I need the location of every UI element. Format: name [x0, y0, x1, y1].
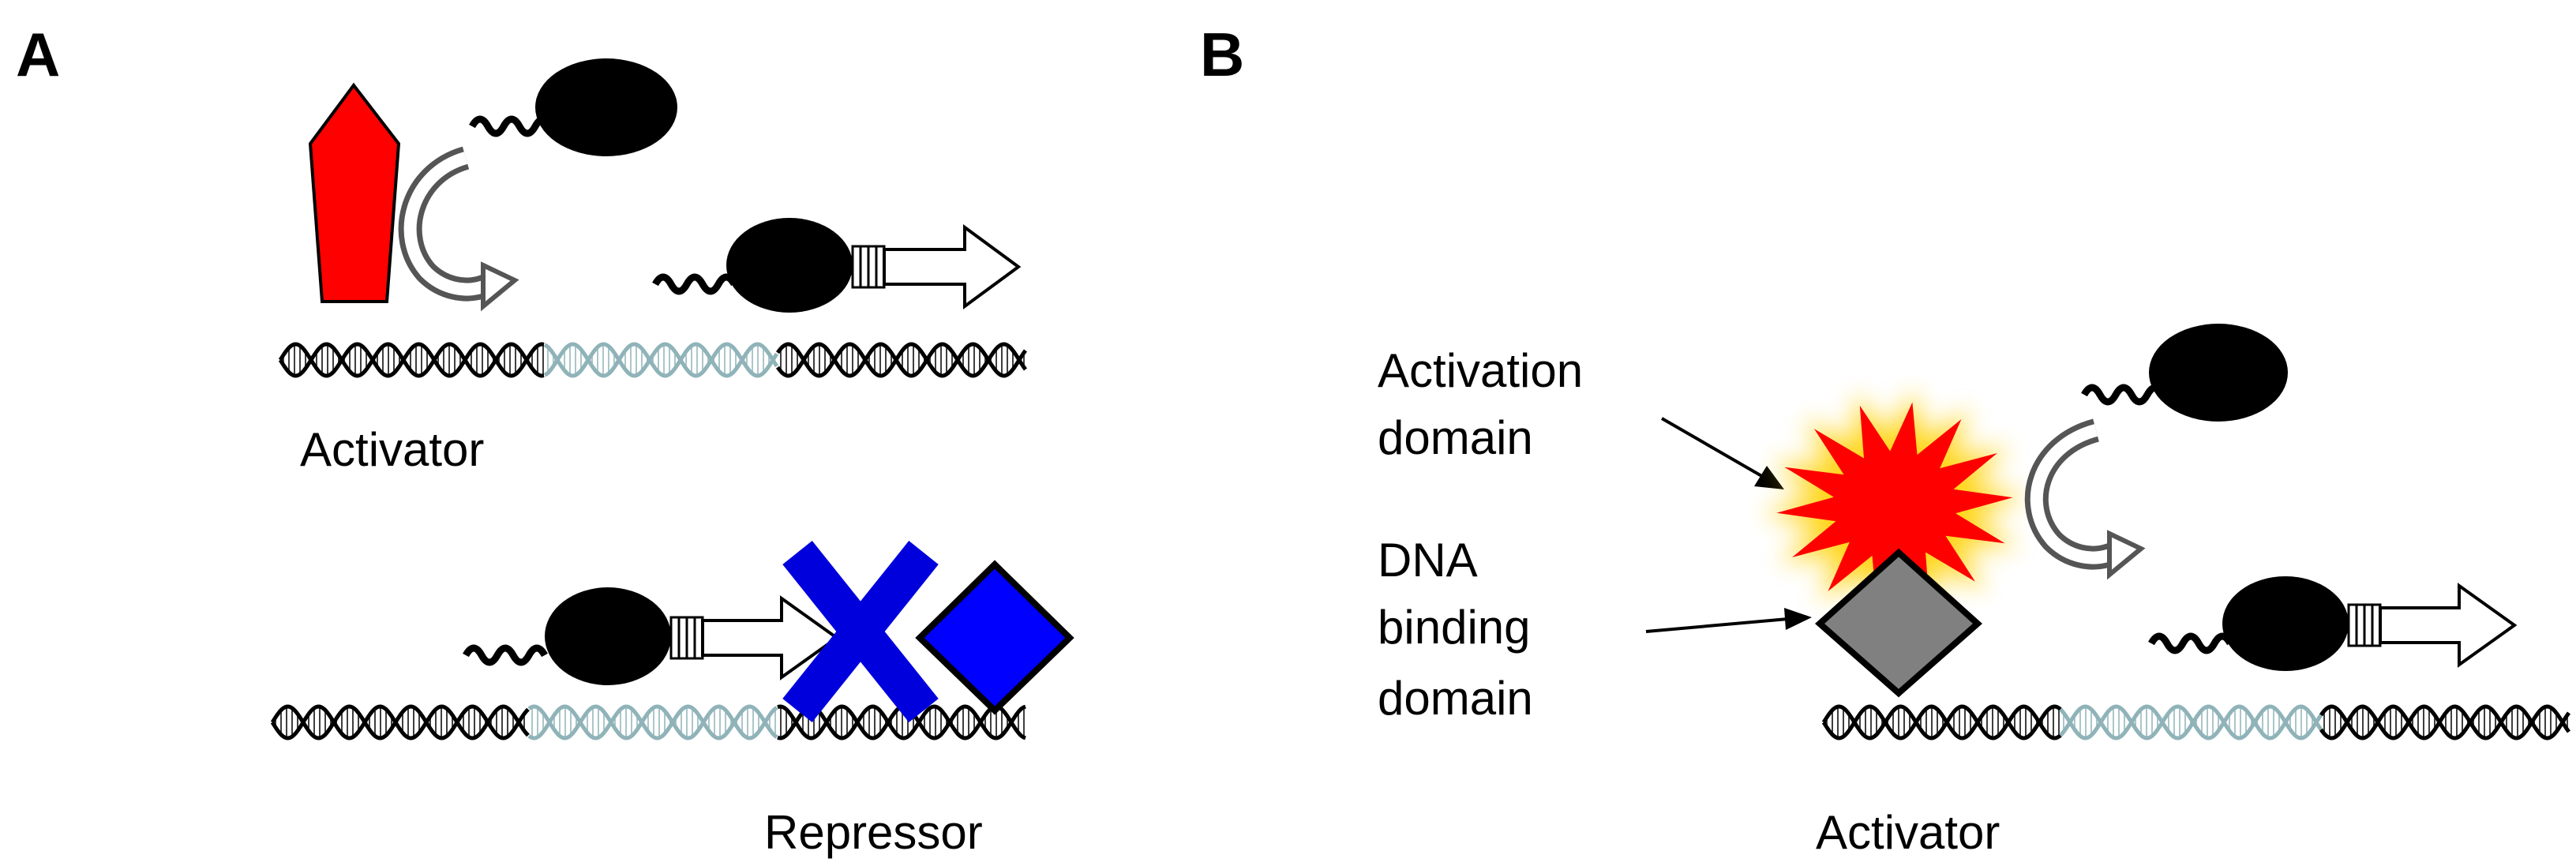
dna-helix-icon	[1821, 704, 2571, 740]
activation-domain-burst	[1762, 389, 2027, 621]
panel-b-letter: B	[1200, 20, 1244, 89]
activation-domain-label-line1: Activation	[1378, 344, 1583, 397]
dna-helix-icon	[278, 342, 1028, 378]
transcription-arrow-icon	[701, 595, 840, 680]
dna-binding-domain-diamond	[1814, 548, 1983, 698]
blocked-x-icon	[782, 541, 939, 722]
dna-binding-label-line3: domain	[1378, 672, 1533, 725]
dna-helix-icon	[270, 704, 1026, 740]
activator-label-b: Activator	[1816, 806, 2000, 859]
pointer-arrow-dna-binding	[1645, 608, 1812, 633]
rna-polymerase-icon	[469, 58, 677, 156]
rna-polymerase-icon	[652, 218, 886, 313]
transcription-arrow-icon	[2379, 583, 2518, 668]
panel-a-letter: A	[16, 20, 60, 89]
curved-arrow-icon	[2024, 418, 2146, 580]
dna-binding-label-line1: DNA	[1378, 534, 1478, 587]
repressor-diamond	[915, 560, 1074, 715]
rna-polymerase-icon	[2081, 324, 2288, 422]
activator-label-a: Activator	[300, 423, 484, 476]
pointer-arrow-activation	[1661, 417, 1784, 489]
curved-arrow-icon	[398, 146, 519, 312]
rna-polymerase-icon	[463, 587, 704, 685]
dna-binding-label-line2: binding	[1378, 601, 1531, 654]
rna-polymerase-icon	[2148, 576, 2382, 671]
activation-domain-label-line2: domain	[1378, 411, 1533, 464]
repressor-label: Repressor	[764, 806, 983, 859]
transcription-arrow-icon	[883, 224, 1022, 309]
activator-pentagon	[308, 82, 401, 303]
